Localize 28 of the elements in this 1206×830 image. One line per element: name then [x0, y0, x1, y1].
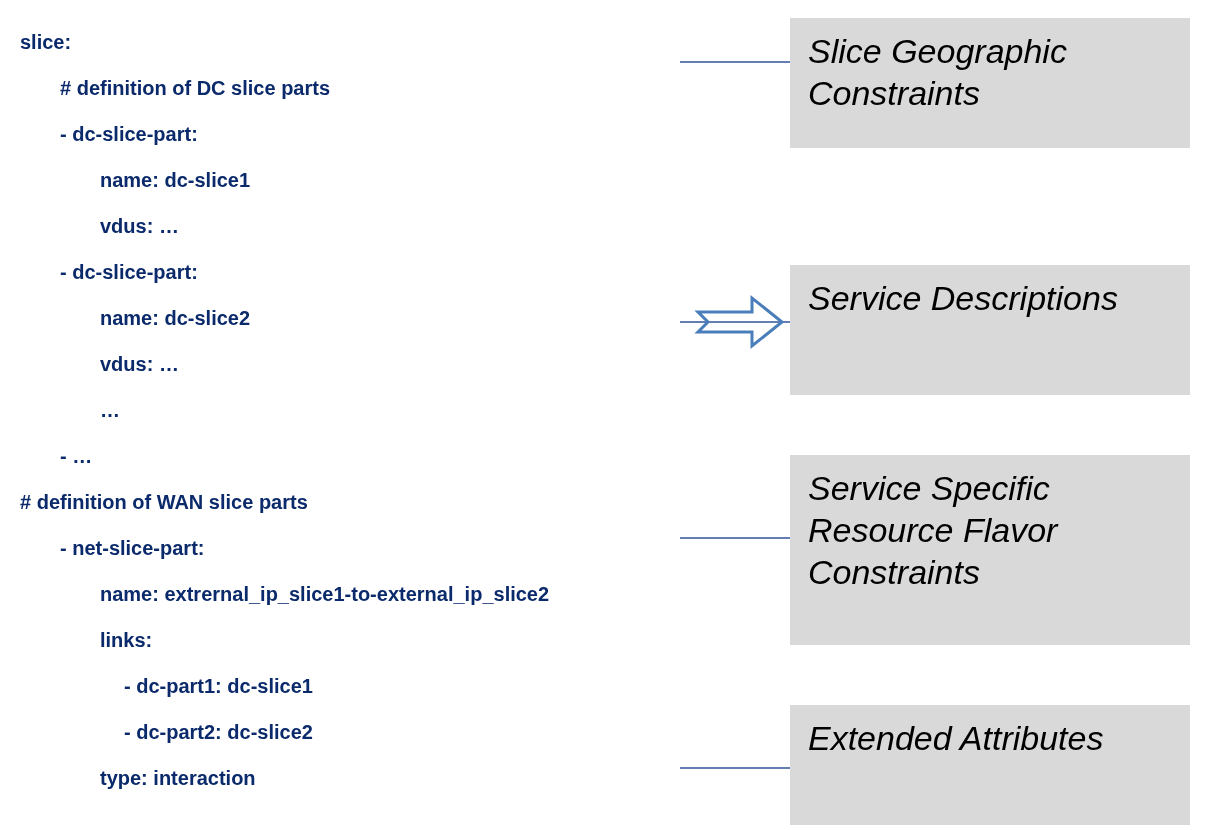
- code-line: type: interaction: [100, 766, 256, 790]
- code-line: vdus: …: [100, 352, 179, 376]
- code-line: - …: [60, 444, 93, 468]
- text-box: [790, 455, 1190, 645]
- code-line: - dc-part2: dc-slice2: [124, 720, 313, 744]
- box-title: Service Specific Resource Flavor Constraints: [808, 468, 1060, 593]
- code-line: - net-slice-part:: [60, 536, 205, 560]
- leader-line: [679, 767, 791, 769]
- code-line: - dc-slice-part:: [60, 260, 198, 284]
- code-line: # definition of DC slice parts: [60, 76, 331, 100]
- code-line: # definition of WAN slice parts: [20, 490, 308, 514]
- box-title: Slice Geographic Constraints: [808, 31, 1068, 114]
- code-line: vdus: …: [100, 214, 179, 238]
- box-title: Extended Attributes: [808, 718, 1105, 759]
- text-box: [790, 705, 1190, 825]
- leader-line: [679, 61, 791, 63]
- text-box: [790, 265, 1190, 395]
- box-title: Service Descriptions: [808, 278, 1119, 319]
- code-line: name: dc-slice2: [100, 306, 251, 330]
- code-line: name: dc-slice1: [100, 168, 251, 192]
- code-line: - dc-part1: dc-slice1: [124, 674, 313, 698]
- text-box: [790, 18, 1190, 148]
- code-line: name: extrernal_ip_slice1-to-external_ip_slice2: [100, 582, 550, 606]
- code-line: - dc-slice-part:: [60, 122, 198, 146]
- code-line: links:: [100, 628, 153, 652]
- code-line: …: [100, 398, 120, 422]
- leader-line: [679, 537, 791, 539]
- code-line: slice:: [20, 30, 72, 54]
